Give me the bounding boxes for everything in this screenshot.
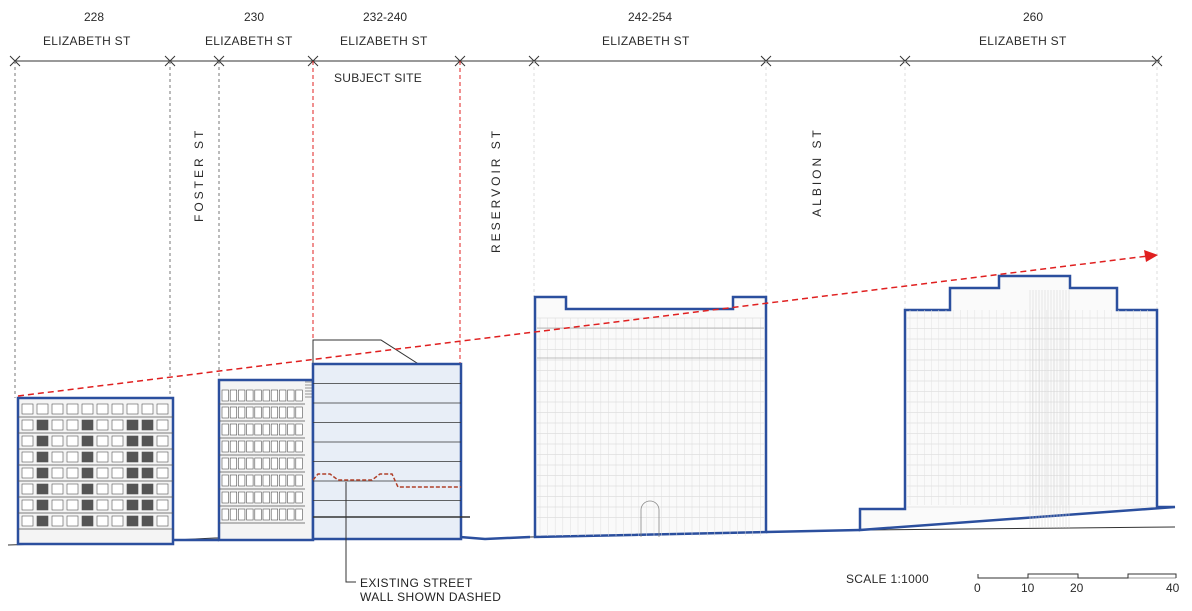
property-number-230: 230 (244, 10, 265, 24)
scale-tick-10: 10 (1021, 581, 1035, 595)
property-number-242-254: 242-254 (628, 10, 673, 24)
property-street-230: ELIZABETH ST (205, 34, 293, 48)
street-label-reservoir: RESERVOIR ST (489, 127, 503, 253)
note-line-2: WALL SHOWN DASHED (360, 590, 502, 604)
property-number-228: 228 (84, 10, 105, 24)
street-label-foster: FOSTER ST (192, 127, 206, 222)
note-leader-line (345, 482, 356, 583)
building-260 (858, 274, 1176, 532)
property-boundary-lines (14, 61, 1158, 540)
existing-wall-note: EXISTING STREET WALL SHOWN DASHED (360, 576, 501, 604)
street-outline-reservoir (459, 535, 531, 541)
property-street-228: ELIZABETH ST (43, 34, 131, 48)
building-242-254 (533, 295, 768, 539)
street-outline-albion (765, 528, 861, 534)
property-street-260: ELIZABETH ST (979, 34, 1067, 48)
property-street-232-240: ELIZABETH ST (340, 34, 428, 48)
scale-tick-40: 40 (1166, 581, 1180, 595)
property-street-242-254: ELIZABETH ST (602, 34, 690, 48)
scale-tick-20: 20 (1070, 581, 1084, 595)
subject-site-label: SUBJECT SITE (334, 71, 423, 85)
property-number-260: 260 (1023, 10, 1044, 24)
height-plane-arrowhead (1144, 250, 1158, 262)
building-228 (16, 396, 175, 546)
scale-label: SCALE 1:1000 (846, 572, 929, 586)
building-230 (217, 378, 315, 542)
subject-site-building (311, 339, 470, 541)
existing-street-wall-dashed (312, 473, 461, 488)
scale-bar (977, 573, 1177, 579)
street-label-albion: ALBION ST (810, 127, 824, 217)
note-line-1: EXISTING STREET (360, 576, 473, 590)
scale-tick-0: 0 (974, 581, 981, 595)
property-number-232-240: 232-240 (363, 10, 408, 24)
